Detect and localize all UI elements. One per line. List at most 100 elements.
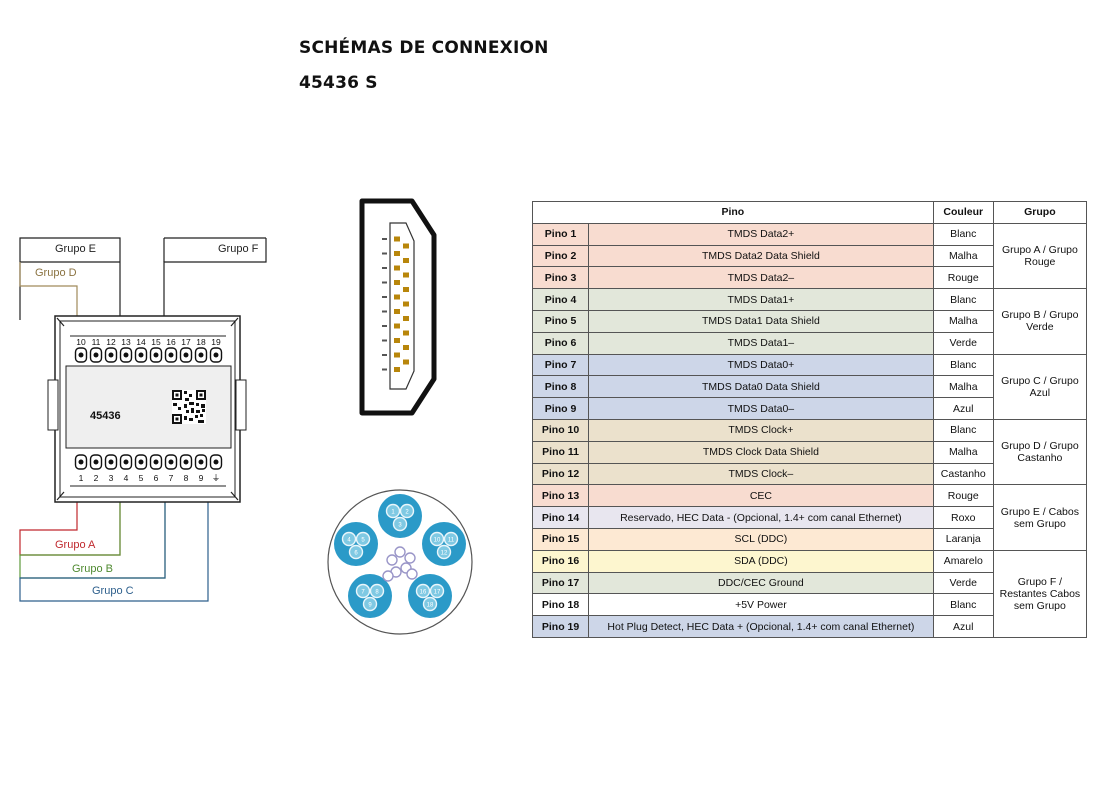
hdmi-pin [403, 243, 409, 249]
terminal-number: 5 [139, 473, 144, 483]
cable-core [436, 544, 452, 560]
hdmi-pin-label-mark [382, 267, 387, 269]
pin-color: Blanc [932, 353, 994, 377]
hdmi-pin-label-mark [382, 310, 387, 313]
cable-pair [422, 522, 466, 566]
terminal-number: 3 [109, 473, 114, 483]
hdmi-pin-label-mark [382, 354, 387, 356]
page-title: SCHÉMAS DE CONNEXION [299, 38, 549, 58]
label-grupo-d: Grupo D [35, 267, 77, 279]
cable-core-number: 11 [448, 538, 455, 544]
terminal-hole [183, 352, 189, 358]
group-c: Grupo C / Grupo Azul [992, 353, 1088, 420]
group-a: Grupo A / Grupo Rouge [992, 222, 1088, 290]
cable-core [415, 583, 431, 599]
hdmi-pin [403, 272, 409, 278]
pin-signal: TMDS Data2 Data Shield [588, 244, 934, 268]
terminal-hole [198, 459, 204, 465]
terminal-number: 2 [94, 473, 99, 483]
cable-core [392, 516, 408, 532]
pin-signal: TMDS Clock– [588, 462, 934, 486]
pin-signal: +5V Power [588, 593, 934, 617]
pin-number: Pino 15 [531, 527, 590, 551]
terminal-hole [138, 459, 144, 465]
group-d: Grupo D / Grupo Castanho [992, 418, 1088, 486]
terminal-number: 11 [92, 337, 101, 347]
cable-core-number: 2 [405, 510, 409, 516]
pin-number: Pino 10 [531, 418, 590, 442]
terminal-number: 12 [106, 337, 116, 347]
hdmi-pin-label-mark [382, 281, 387, 284]
terminal-number: 6 [154, 473, 159, 483]
module-label: 45436 [90, 410, 121, 422]
pin-number: Pino 9 [531, 397, 590, 420]
cable-core-number: 4 [347, 538, 351, 544]
pin-signal: DDC/CEC Ground [588, 571, 934, 595]
pin-number: Pino 13 [531, 484, 590, 508]
pin-signal: TMDS Data0+ [588, 353, 934, 377]
cable-core [399, 503, 415, 519]
hdmi-pin [394, 352, 400, 358]
pin-signal: TMDS Clock Data Shield [588, 440, 934, 464]
cable-pair [378, 494, 422, 538]
pin-color: Rouge [932, 266, 994, 290]
terminal-number: 17 [181, 337, 191, 347]
group-wires [19, 237, 267, 602]
cable-center-conductor [404, 552, 416, 564]
pin-color: Azul [932, 397, 994, 420]
header-pin: Pino [532, 201, 934, 224]
cable-core [369, 583, 385, 599]
terminal-hole [123, 352, 129, 358]
pin-color: Laranja [932, 527, 994, 551]
pin-number: Pino 5 [531, 309, 590, 333]
hdmi-pin [403, 345, 409, 350]
cable-pair [348, 574, 392, 618]
pin-signal: CEC [588, 484, 934, 508]
terminal-hole [78, 459, 84, 465]
terminal-number: 4 [124, 473, 129, 483]
pin-number: Pino 14 [531, 506, 590, 529]
hdmi-pin [403, 316, 409, 321]
hdmi-pin [394, 367, 400, 372]
terminal-hole [93, 352, 99, 358]
cable-core [348, 544, 364, 560]
model-number: 45436 S [299, 73, 378, 93]
terminal-hole [108, 459, 114, 465]
terminal-number: 9 [199, 473, 204, 483]
terminal-number: 8 [184, 473, 189, 483]
cable-pair [408, 574, 452, 618]
cable-core-number: 7 [361, 590, 365, 596]
terminal-number: 7 [169, 473, 174, 483]
pin-signal: TMDS Data0– [588, 397, 934, 420]
label-grupo-f: Grupo F [218, 243, 259, 255]
terminal-number: 19 [211, 337, 221, 347]
label-grupo-c: Grupo C [92, 585, 134, 597]
cable-core [443, 531, 459, 547]
hdmi-pin [403, 330, 409, 336]
pin-color: Blanc [932, 288, 994, 311]
cable-core [429, 531, 445, 547]
hdmi-pin [394, 338, 400, 343]
pin-signal: TMDS Data2– [588, 266, 934, 290]
pin-signal: TMDS Data1– [588, 331, 934, 355]
pin-number: Pino 8 [531, 375, 590, 399]
terminal-number: 13 [121, 337, 131, 347]
pin-signal: SDA (DDC) [588, 549, 934, 573]
terminal-hole [198, 352, 204, 358]
cable-center-conductor [394, 546, 406, 558]
hdmi-pin-label-mark [382, 252, 387, 255]
cable-core-number: 1 [391, 510, 395, 516]
hdmi-pin-label-mark [382, 368, 387, 371]
